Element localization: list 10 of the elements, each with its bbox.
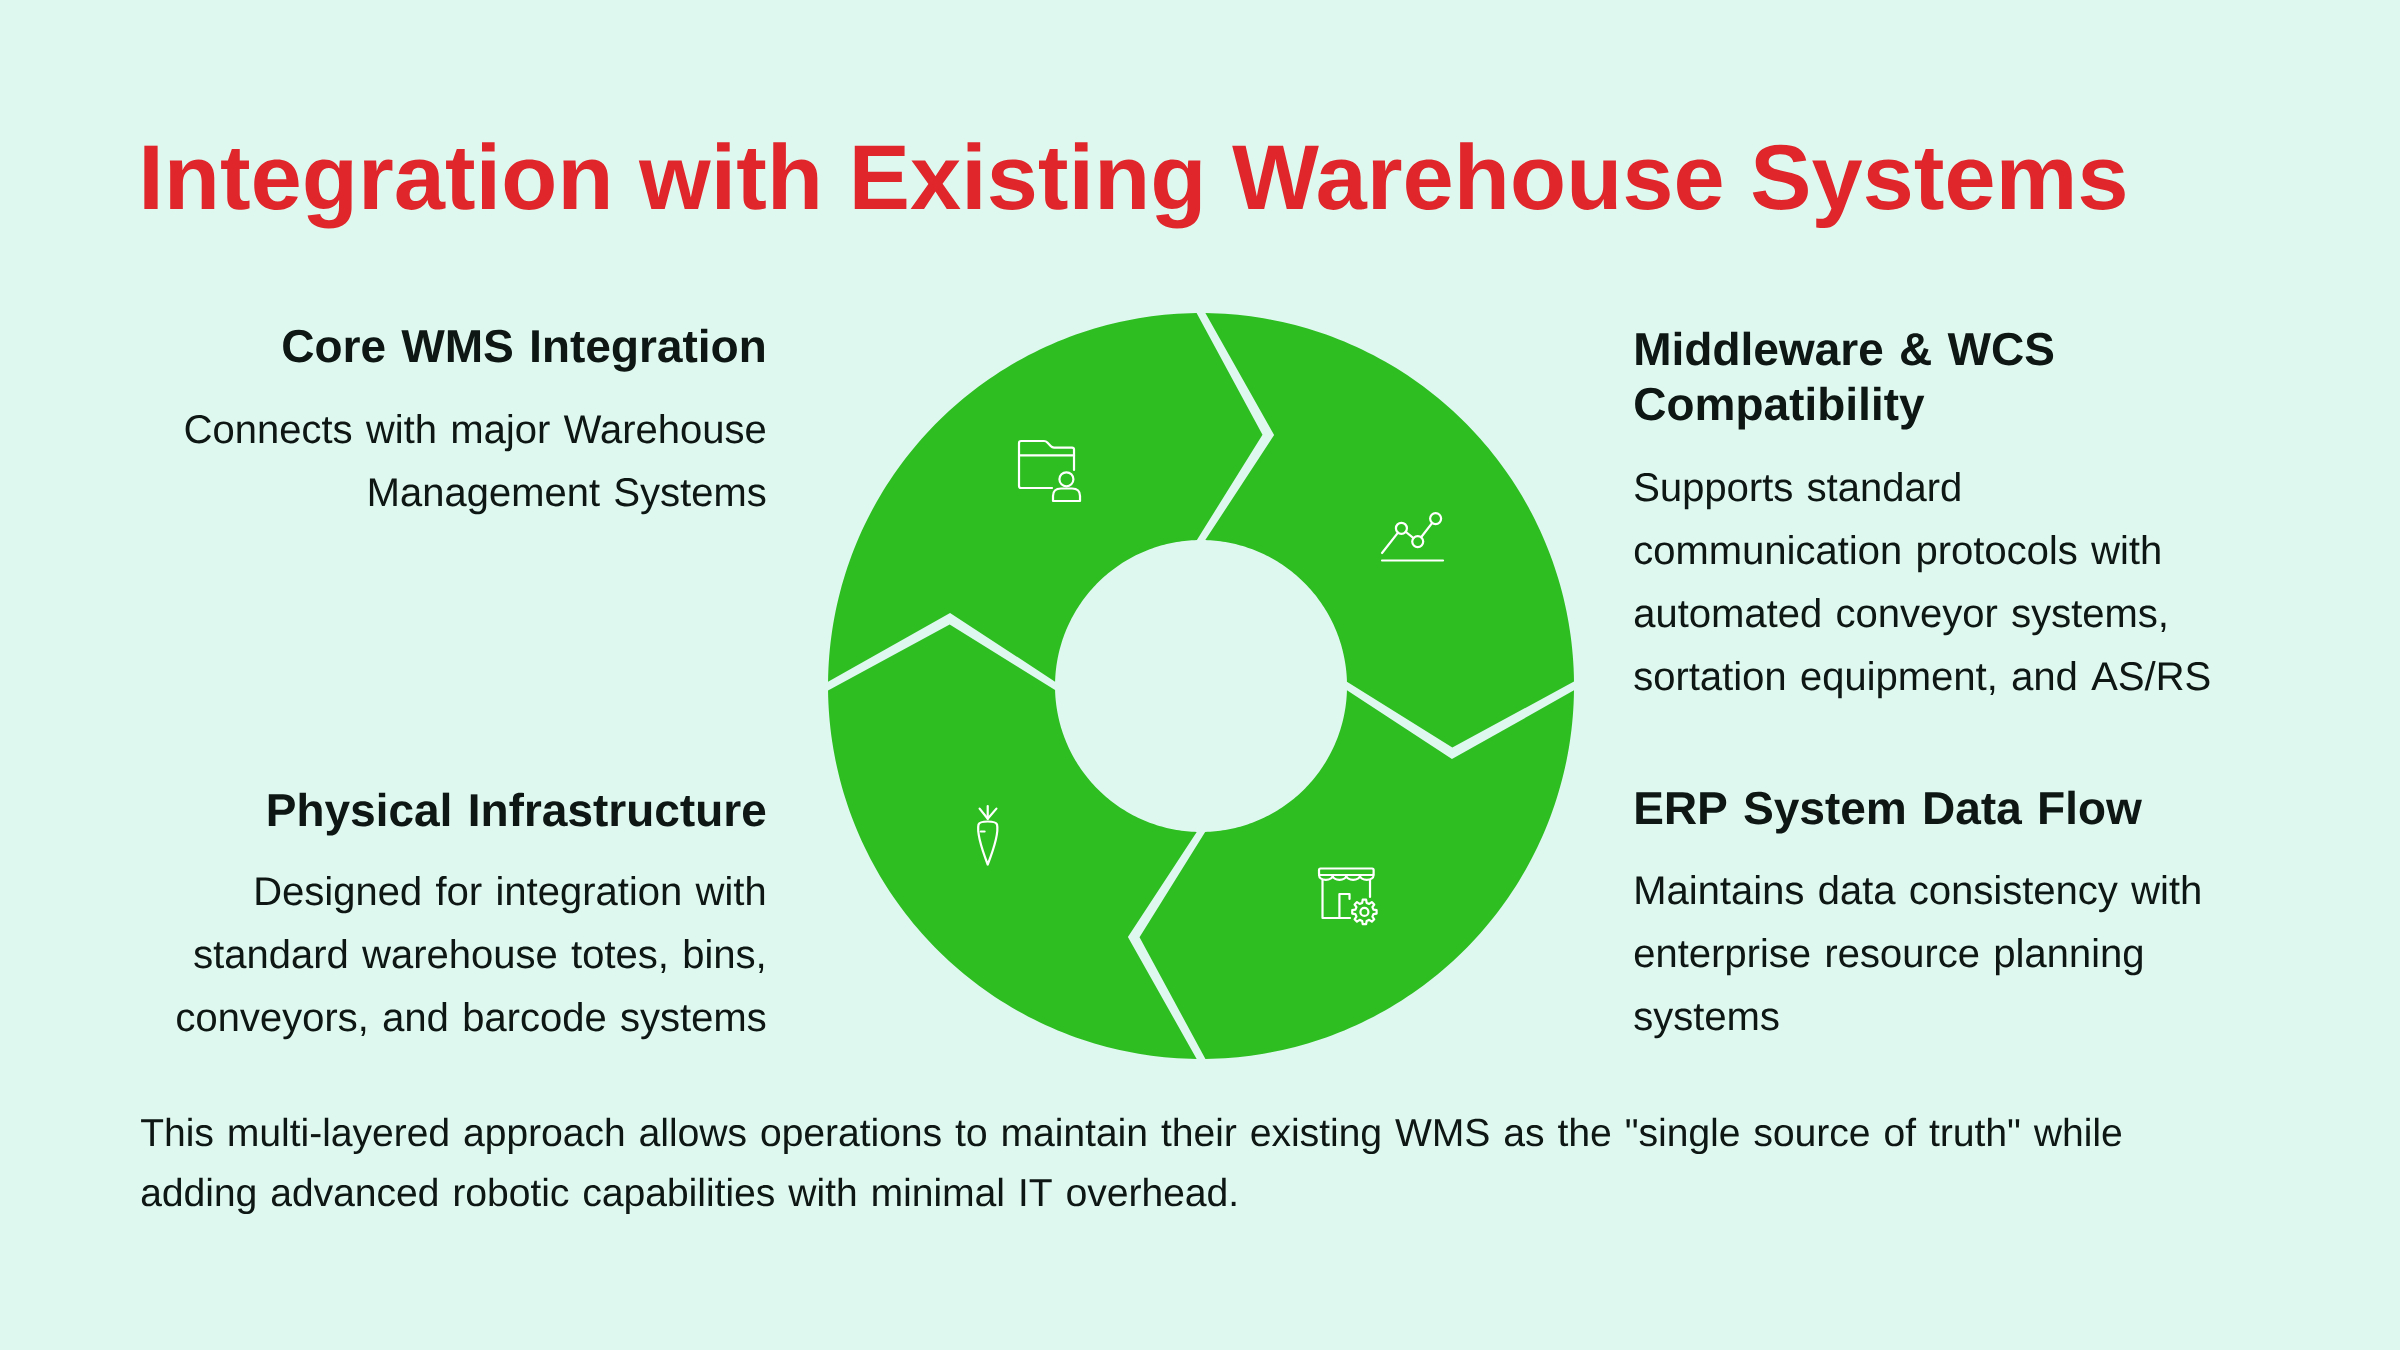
heading: Physical Infrastructure	[268, 792, 766, 836]
heading: ERP System Data Flow	[1636, 790, 2142, 834]
description: Connects with major Warehouse Management Systems	[185, 414, 766, 515]
caption: This multi-layered approach allows operations to maintain their existing WMS as the "single source of truth" while adding advanced robotic capabilities with minimal IT overhead.	[141, 1117, 2121, 1215]
description: Designed for integration with standard warehouse totes, bins, conveyors, and barcode systems	[177, 876, 766, 1040]
heading: Middleware & WCS Compatibility	[1635, 331, 2054, 430]
heading: Core WMS Integration	[283, 328, 764, 372]
title: Integration with Existing Warehouse Systems	[144, 142, 2125, 229]
description: Maintains data consistency with enterprise resource planning systems	[1634, 875, 2200, 1039]
description: Supports standard communication protocols with automated conveyor systems, sortation equipment, and AS/RS	[1634, 472, 2210, 699]
